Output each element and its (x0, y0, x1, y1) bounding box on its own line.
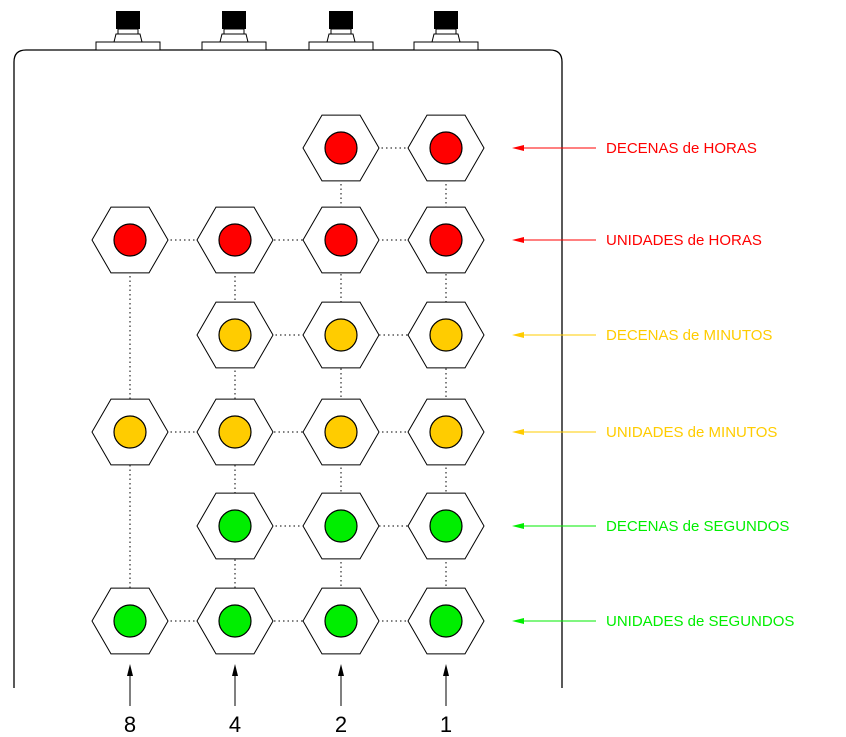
button-collar (431, 33, 461, 43)
led (407, 492, 485, 560)
row-label: DECENAS de MINUTOS (606, 327, 772, 344)
row-label: DECENAS de HORAS (606, 140, 757, 157)
row-arrow-head (512, 145, 524, 151)
button-cap (434, 11, 458, 29)
row-labels: DECENAS de HORAS UNIDADES de HORAS DECENAS… (512, 140, 794, 630)
button-2[interactable] (201, 11, 267, 51)
button-cap (222, 11, 246, 29)
row-arrow-head (512, 332, 524, 338)
button-base (308, 41, 374, 51)
led-light (113, 223, 147, 257)
button-cap (329, 11, 353, 29)
led (302, 492, 380, 560)
led (91, 587, 169, 655)
button-stem (330, 28, 352, 35)
button-collar (326, 33, 356, 43)
led (302, 587, 380, 655)
bit-arrow-head (443, 664, 449, 676)
row-label: UNIDADES de MINUTOS (606, 424, 777, 441)
led-light (324, 415, 358, 449)
button-base (413, 41, 479, 51)
top-buttons (95, 11, 479, 51)
bit-arrow-head (232, 664, 238, 676)
led-light (429, 131, 463, 165)
led-light (429, 415, 463, 449)
button-1[interactable] (95, 11, 161, 51)
led (302, 398, 380, 466)
led (196, 206, 274, 274)
bit-weight-label: 4 (229, 712, 241, 737)
led (196, 587, 274, 655)
bit-weight-label: 2 (335, 712, 347, 737)
led-light (324, 131, 358, 165)
led-grid (91, 114, 485, 655)
button-stem (117, 28, 139, 35)
button-cap (116, 11, 140, 29)
led (91, 206, 169, 274)
button-stem (435, 28, 457, 35)
led-light (429, 223, 463, 257)
row-label: UNIDADES de HORAS (606, 232, 762, 249)
button-collar (113, 33, 143, 43)
row-arrow-head (512, 618, 524, 624)
led (302, 206, 380, 274)
bit-arrow-head (338, 664, 344, 676)
bit-weight-label: 1 (440, 712, 452, 737)
led-light (218, 604, 252, 638)
row-label: UNIDADES de SEGUNDOS (606, 613, 794, 630)
button-3[interactable] (308, 11, 374, 51)
button-collar (219, 33, 249, 43)
led (196, 398, 274, 466)
led-light (218, 415, 252, 449)
button-base (95, 41, 161, 51)
bit-weight-label: 8 (124, 712, 136, 737)
led (407, 206, 485, 274)
row-arrow-head (512, 237, 524, 243)
led-light (324, 318, 358, 352)
button-4[interactable] (413, 11, 479, 51)
led (407, 114, 485, 182)
row-arrow-head (512, 429, 524, 435)
led (407, 301, 485, 369)
led-light (218, 509, 252, 543)
row-label: DECENAS de SEGUNDOS (606, 518, 789, 535)
led (407, 587, 485, 655)
led-light (429, 318, 463, 352)
led-light (113, 604, 147, 638)
led-light (429, 509, 463, 543)
led (196, 301, 274, 369)
button-stem (223, 28, 245, 35)
led-light (113, 415, 147, 449)
led-light (429, 604, 463, 638)
led-light (218, 318, 252, 352)
led (407, 398, 485, 466)
button-base (201, 41, 267, 51)
led-light (324, 223, 358, 257)
enclosure-outline (13, 49, 563, 688)
bit-arrow-head (127, 664, 133, 676)
led (91, 398, 169, 466)
led (302, 114, 380, 182)
led-light (324, 604, 358, 638)
led (302, 301, 380, 369)
led-light (324, 509, 358, 543)
enclosure (13, 49, 563, 688)
connectors (129, 147, 447, 622)
led-light (218, 223, 252, 257)
bit-weights: 8 4 2 1 (124, 664, 452, 737)
led (196, 492, 274, 560)
row-arrow-head (512, 523, 524, 529)
